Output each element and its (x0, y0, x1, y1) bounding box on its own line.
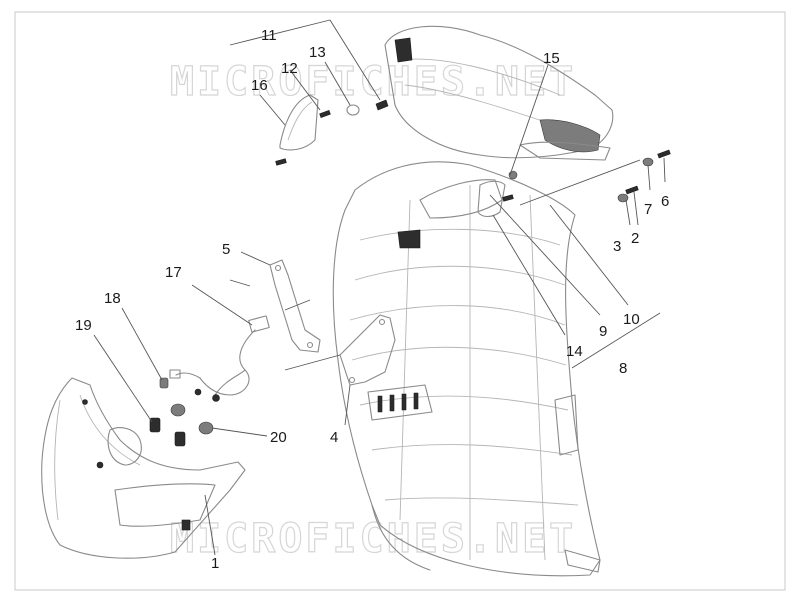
nut-13 (346, 104, 360, 116)
mirror-cover-16 (279, 94, 319, 151)
screw-12 (319, 110, 331, 118)
callout-11: 11 (261, 27, 277, 44)
bulb-socket-19 (149, 417, 186, 447)
clip-top (375, 99, 389, 111)
callout-19: 19 (75, 317, 92, 334)
callout-labels: 1 2 3 4 5 6 7 8 9 10 11 12 13 14 15 16 1… (75, 27, 669, 572)
callout-10: 10 (623, 311, 640, 328)
callout-18: 18 (104, 290, 121, 307)
headlight-bracket-4 (339, 314, 396, 386)
callout-9: 9 (599, 323, 607, 340)
callout-13: 13 (309, 44, 326, 61)
headlight-bracket-5 (269, 259, 321, 353)
callout-14: 14 (566, 343, 583, 360)
handlebar-cover (384, 25, 614, 161)
diagram-frame (14, 11, 786, 591)
wiring-harness-17 (169, 315, 270, 402)
watermark-bottom: MICROFICHES.NET (170, 516, 576, 562)
callout-2: 2 (631, 230, 639, 247)
leader-lines (93, 19, 666, 556)
callout-6: 6 (661, 193, 669, 210)
front-shield-panel (332, 161, 601, 577)
callout-1: 1 (211, 555, 219, 572)
headlight-assembly-1 (41, 377, 246, 559)
callout-3: 3 (613, 238, 621, 255)
callout-16: 16 (251, 77, 268, 94)
upper-center-panel (397, 179, 506, 249)
screw-lower-16 (275, 158, 287, 166)
callout-15: 15 (543, 50, 560, 67)
bulb-18 (159, 377, 169, 389)
callout-8: 8 (619, 360, 627, 377)
callout-12: 12 (281, 60, 298, 77)
callout-7: 7 (644, 201, 652, 218)
watermark-top: MICROFICHES.NET (170, 59, 576, 105)
callout-20: 20 (270, 429, 287, 446)
callout-4: 4 (330, 429, 338, 446)
callout-17: 17 (165, 264, 182, 281)
callout-5: 5 (222, 241, 230, 258)
grommet-20 (170, 403, 214, 435)
